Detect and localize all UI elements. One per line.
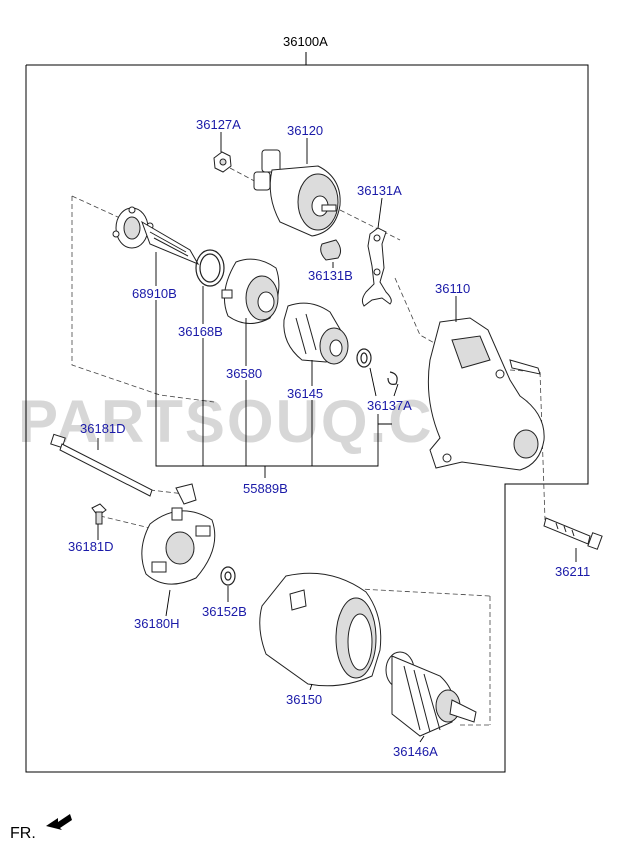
- label-36168b: 36168B: [178, 324, 223, 339]
- shaft-68910b: [112, 206, 200, 266]
- part-labels: 36100A 36127A 36120 36131A 36131B 68910B…: [68, 34, 590, 759]
- label-36131a: 36131A: [357, 183, 402, 198]
- pinion-36145: [283, 302, 349, 365]
- label-36137a: 36137A: [367, 398, 412, 413]
- label-36211: 36211: [555, 564, 590, 579]
- screw-36181d: [91, 503, 107, 525]
- yoke-36150: [259, 572, 382, 687]
- label-36150: 36150: [286, 692, 322, 707]
- assembly-frame: [25, 52, 589, 773]
- label-36181d-top: 36181D: [80, 421, 126, 436]
- label-36100a: 36100A: [283, 34, 328, 49]
- alignment-dashes: [71, 167, 546, 726]
- washer-36137a: [356, 348, 398, 385]
- label-36180h: 36180H: [134, 616, 180, 631]
- brush-holder-36180h: [141, 483, 216, 585]
- cap-36131b: [320, 239, 342, 261]
- lever-36131a: [361, 227, 392, 307]
- armature-36146a: [385, 651, 477, 737]
- label-36145: 36145: [287, 386, 323, 401]
- label-68910b: 68910B: [132, 286, 177, 301]
- label-36120: 36120: [287, 123, 323, 138]
- label-36127a: 36127A: [196, 117, 241, 132]
- label-55889b: 55889B: [243, 481, 288, 496]
- front-arrow-icon: [46, 814, 72, 830]
- front-label: FR.: [10, 825, 36, 842]
- label-36146a: 36146A: [393, 744, 438, 759]
- gear-housing-36580: [221, 258, 280, 324]
- label-36580: 36580: [226, 366, 262, 381]
- solenoid-36120: [253, 149, 341, 237]
- ring-36168b: [195, 249, 225, 287]
- label-36110: 36110: [435, 281, 470, 296]
- label-36152b: 36152B: [202, 604, 247, 619]
- front-direction-indicator: FR.: [10, 814, 72, 842]
- nut-36127a: [213, 151, 232, 173]
- bracket-55889b: [155, 300, 392, 478]
- leader-lines: [97, 132, 577, 743]
- label-36181d-bottom: 36181D: [68, 539, 114, 554]
- through-bolt-36181d: [50, 433, 153, 497]
- front-housing-36110: [427, 317, 545, 471]
- bolt-36211: [543, 517, 603, 550]
- washer-36152b: [220, 566, 236, 586]
- label-36131b: 36131B: [308, 268, 353, 283]
